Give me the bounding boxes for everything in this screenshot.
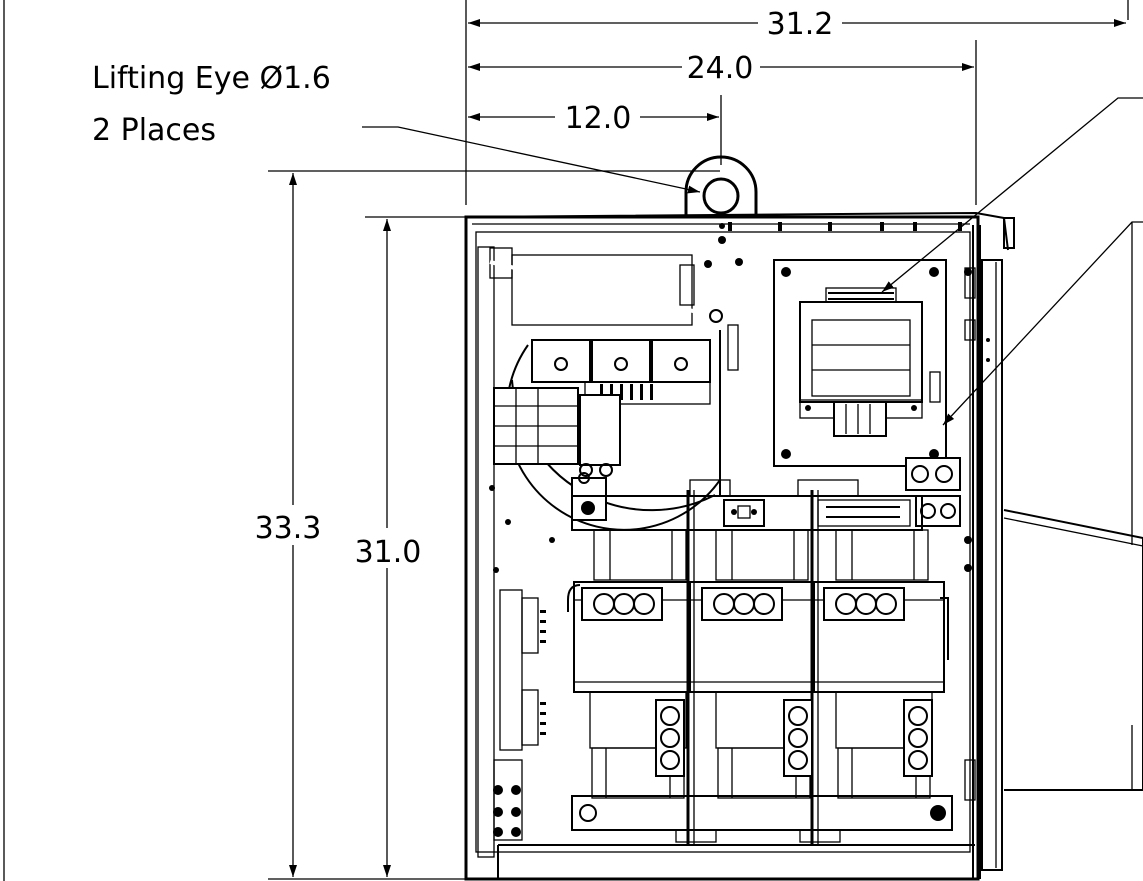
dim-eye-spacing-value: 24.0 [687,51,754,86]
dim-overall-width-value: 31.2 [767,7,834,42]
transformer-panel [773,259,972,467]
fuse-block [905,457,961,527]
dim-eye-spacing: 24.0 [468,40,977,205]
lifting-eye-places-label: 2 Places [92,113,216,148]
dim-eye-center: 12.0 [468,95,722,165]
dim-enclosure-height: 31.0 [355,216,470,877]
enclosure-body [464,211,1015,881]
door-hinge [964,259,1003,871]
left-rail [477,246,555,858]
fan-assembly [489,247,739,531]
callout-leader-transformer [881,97,1143,293]
lifting-eye [684,155,758,218]
upper-bus-bar [571,479,923,531]
dim-enclosure-height-value: 31.0 [355,535,422,570]
vent-hood [1003,509,1143,791]
reactor-bank [567,490,949,845]
lifting-eye-label: Lifting Eye Ø1.6 [92,61,331,96]
dim-overall-height-value: 33.3 [255,511,322,546]
dim-eye-center-value: 12.0 [565,101,632,136]
dim-overall-width: 31.2 [465,0,1129,205]
lower-bus-bar [571,795,953,843]
lifting-eye-leader [362,126,701,194]
dim-overall-height: 33.3 [255,170,720,880]
